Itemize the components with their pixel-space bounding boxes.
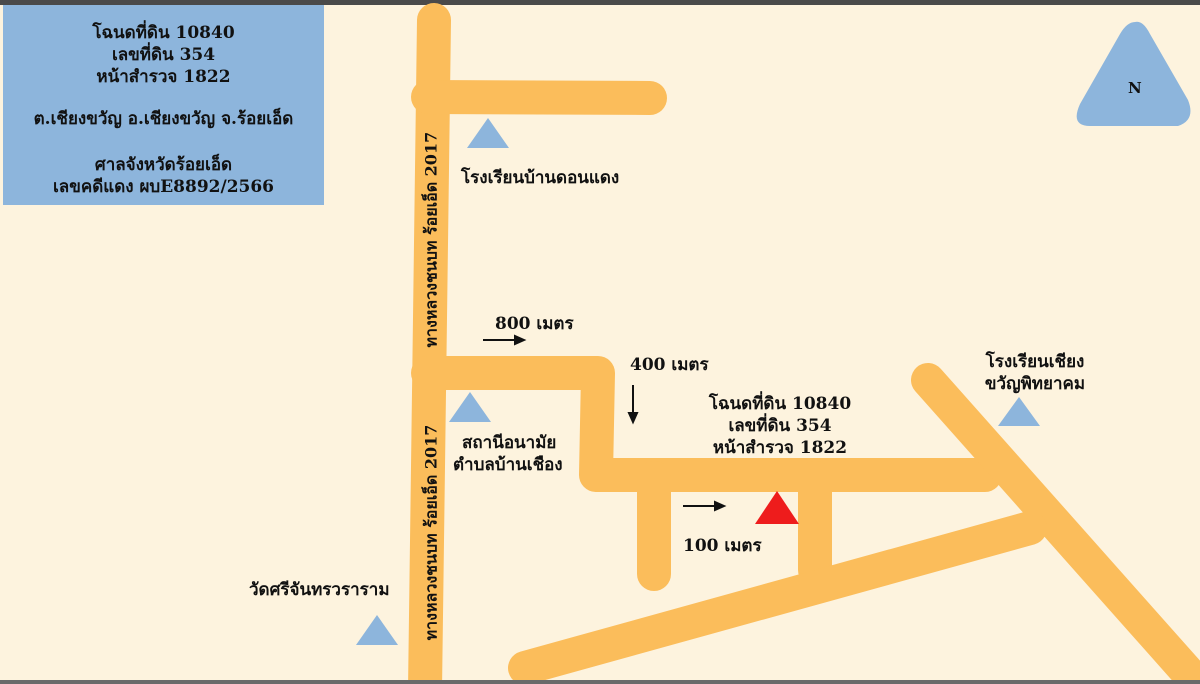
info-box: โฉนดที่ดิน 10840 เลขที่ดิน 354 หน้าสำรวจ… xyxy=(3,5,324,205)
diagonal-road-east xyxy=(911,363,1200,684)
info-case-number: เลขคดีแดง ผบE8892/2566 xyxy=(52,177,275,197)
route-road xyxy=(411,356,1002,492)
label-school-chiang-1: โรงเรียนเชียง xyxy=(985,352,1085,372)
property-deed-number: โฉนดที่ดิน 10840 xyxy=(708,394,852,414)
bottom-border xyxy=(0,680,1200,684)
landmark-marker-temple xyxy=(356,615,398,645)
property-survey-page: หน้าสำรวจ 1822 xyxy=(712,438,848,458)
highway-label-upper: ทางหลวงชนบท ร้อยเอ็ด 2017 xyxy=(421,131,441,348)
highway-label-lower: ทางหลวงชนบท ร้อยเอ็ด 2017 xyxy=(421,424,441,641)
info-deed-number: โฉนดที่ดิน 10840 xyxy=(92,23,235,43)
info-location: ต.เชียงขวัญ อ.เชียงขวัญ จ.ร้อยเอ็ด xyxy=(33,109,294,129)
top-border xyxy=(0,0,1200,5)
property-marker xyxy=(755,491,799,524)
landmark-marker-school-chiang xyxy=(998,397,1040,426)
label-health-station-2: ตำบลบ้านเชือง xyxy=(453,455,563,475)
north-label: N xyxy=(1128,79,1142,97)
north-indicator-icon xyxy=(1076,21,1191,126)
arrow-400m-icon xyxy=(627,385,639,425)
distance-100m: 100 เมตร xyxy=(683,536,762,556)
label-school-chiang-2: ขวัญพิทยาคม xyxy=(984,374,1086,394)
label-health-station-1: สถานีอนามัย xyxy=(462,433,557,453)
label-temple: วัดศรีจันทรวราราม xyxy=(249,580,390,600)
diagonal-road-south xyxy=(508,511,1047,684)
landmark-marker-school-don-daeng xyxy=(467,118,509,148)
distance-800m: 800 เมตร xyxy=(495,314,574,334)
landmark-marker-health-station xyxy=(449,392,491,422)
info-survey-page: หน้าสำรวจ 1822 xyxy=(96,67,231,87)
arrow-800m-icon xyxy=(483,334,527,346)
distance-400m: 400 เมตร xyxy=(630,355,709,375)
arrow-100m-icon xyxy=(683,500,727,512)
info-land-number: เลขที่ดิน 354 xyxy=(111,45,216,65)
branch-road-top xyxy=(411,80,667,115)
highway-road xyxy=(408,3,451,684)
label-school-don-daeng: โรงเรียนบ้านดอนแดง xyxy=(461,168,620,188)
property-land-number: เลขที่ดิน 354 xyxy=(728,416,832,436)
info-court: ศาลจังหวัดร้อยเอ็ด xyxy=(94,155,233,175)
